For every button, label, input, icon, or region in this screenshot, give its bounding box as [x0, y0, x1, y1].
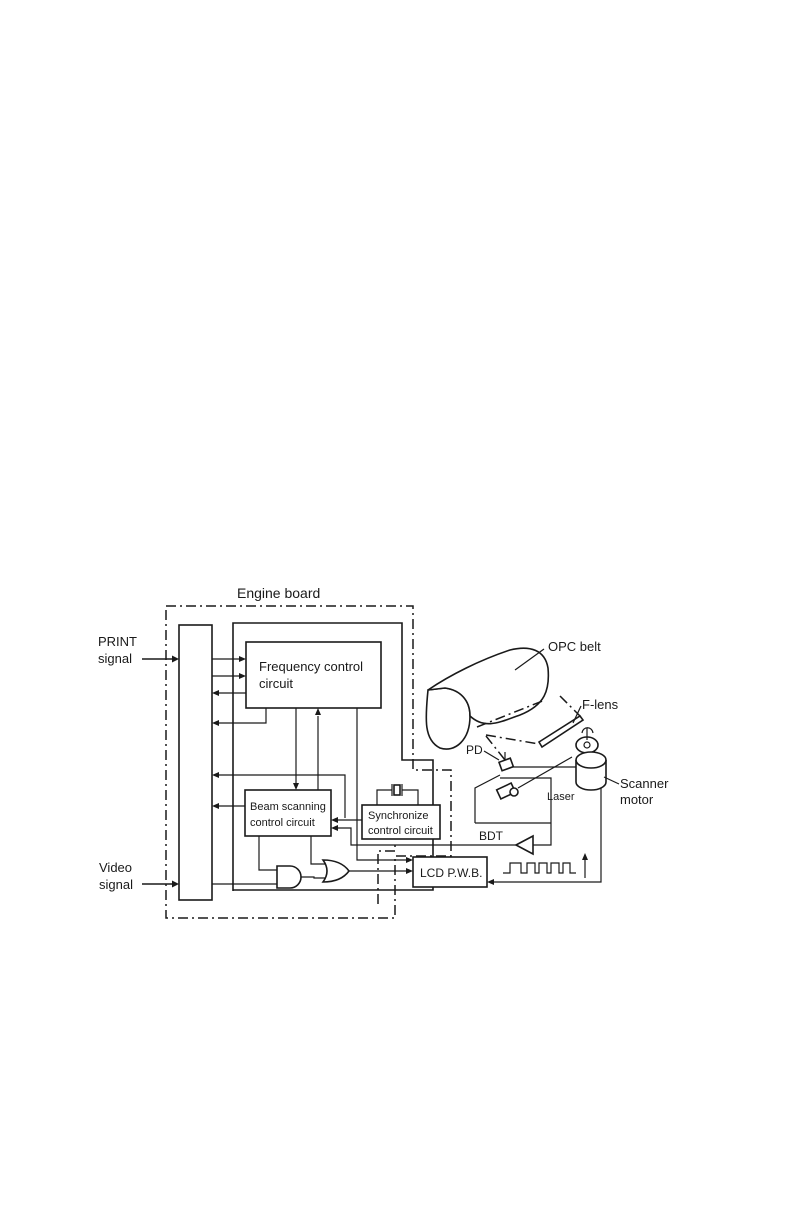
f-lens-label: F-lens [582, 697, 619, 712]
video-signal-label-1: Video [99, 860, 132, 875]
pulse-arrow [582, 853, 588, 860]
and-gate-icon [277, 866, 301, 888]
print-signal-arrow [172, 656, 179, 663]
opc-belt-label: OPC belt [548, 639, 601, 654]
or-gate-icon [323, 860, 349, 882]
laser-pulse-train-icon [503, 863, 576, 873]
bdt-label: BDT [479, 829, 504, 843]
print-signal-label-1: PRINT [98, 634, 137, 649]
freq-beam-arrows [293, 708, 321, 790]
bdt-amplifier-icon [516, 836, 533, 854]
laser-label: Laser [547, 791, 575, 803]
photodiode-icon [486, 736, 513, 771]
drive-return-arrow [487, 879, 494, 885]
sync-to-beam-arrow [331, 817, 338, 823]
synchronize-label-2: control circuit [368, 825, 433, 837]
beam-scanning-label-2: control circuit [250, 817, 315, 829]
frequency-control-box [246, 642, 381, 708]
video-signal-arrow [172, 881, 179, 888]
scanner-label-2: motor [620, 792, 654, 807]
opc-belt-icon [426, 648, 548, 749]
beam-scanning-box [245, 790, 331, 836]
scanner-label-1: Scanner [620, 776, 669, 791]
crystal-oscillator-icon [377, 784, 418, 805]
synchronize-label-1: Synchronize [368, 810, 429, 822]
frequency-control-label-1: Frequency control [259, 659, 363, 674]
print-signal-label-2: signal [98, 651, 132, 666]
freq-to-lcd-arrow [406, 857, 413, 863]
engine-board-label: Engine board [237, 585, 320, 601]
video-signal-label-2: signal [99, 877, 133, 892]
pd-label: PD [466, 743, 483, 757]
board-lower-dashline [378, 845, 395, 904]
beam-scanning-label-1: Beam scanning [250, 801, 326, 813]
bdt-arrow [331, 825, 338, 831]
lcd-pwb-label: LCD P.W.B. [420, 866, 482, 880]
scanner-motor-icon [576, 728, 606, 790]
frequency-control-label-2: circuit [259, 676, 293, 691]
interface-block [179, 625, 212, 900]
